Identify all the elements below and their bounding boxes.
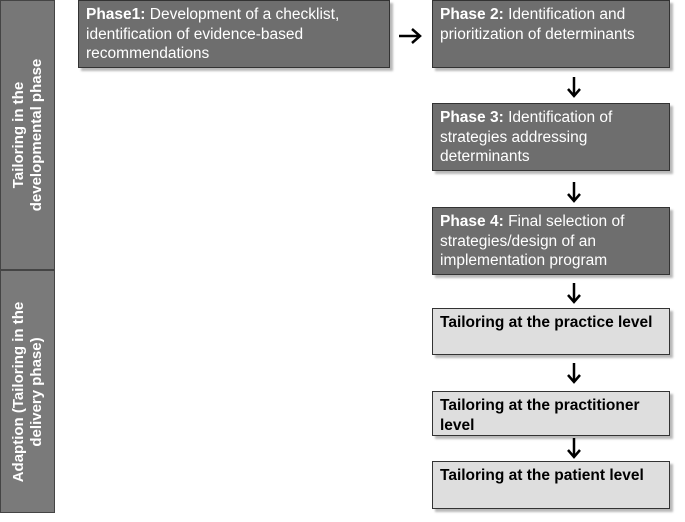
patient-level-text: Tailoring at the patient level (440, 467, 644, 484)
arrow-down-icon (567, 283, 581, 304)
phase-2-text: Identification and prioritization of det… (440, 6, 635, 43)
phase-2-name: Phase 2: (440, 6, 504, 23)
practitioner-level-text: Tailoring at the practitioner level (440, 397, 640, 434)
arrow-down-icon (567, 438, 581, 459)
phase-4-name: Phase 4: (440, 213, 504, 230)
phase-2-box: Phase 2: Identification and prioritizati… (432, 0, 670, 68)
arrow-down-icon (567, 77, 581, 98)
phase-3-name: Phase 3: (440, 109, 504, 126)
arrow-down-icon (567, 363, 581, 384)
delivery-phase-band: Adaption (Tailoring in the delivery phas… (0, 270, 55, 513)
phase-4-box: Phase 4: Final selection of strategies/d… (432, 207, 670, 275)
delivery-phase-label: Adaption (Tailoring in the delivery phas… (9, 301, 45, 482)
developmental-phase-band: Tailoring in the developmental phase (0, 0, 55, 270)
arrow-right-icon (399, 28, 422, 44)
practitioner-level-box: Tailoring at the practitioner level (432, 391, 670, 436)
arrow-down-icon (567, 182, 581, 203)
patient-level-box: Tailoring at the patient level (432, 461, 670, 509)
phase-1-text: Development of a checklist, identificati… (86, 6, 340, 62)
phase-1-box: Phase1: Development of a checklist, iden… (78, 0, 390, 68)
phase-3-text: Identification of strategies addressing … (440, 109, 613, 165)
phase-3-box: Phase 3: Identification of strategies ad… (432, 103, 670, 171)
practice-level-text: Tailoring at the practice level (440, 314, 653, 331)
practice-level-box: Tailoring at the practice level (432, 308, 670, 355)
phase-1-name: Phase1: (86, 6, 146, 23)
phase-4-text: Final selection of strategies/design of … (440, 213, 625, 269)
developmental-phase-label: Tailoring in the developmental phase (9, 58, 45, 212)
